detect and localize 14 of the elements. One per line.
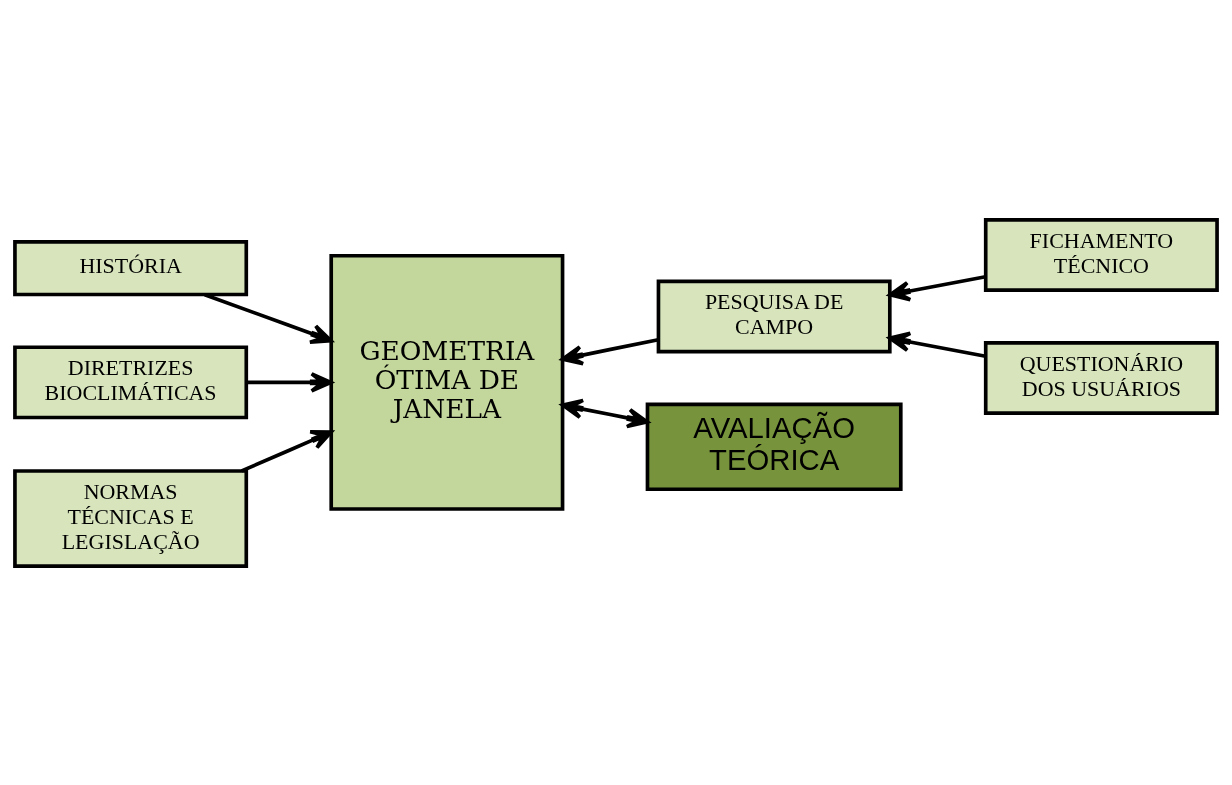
node-box: PESQUISA DE CAMPO bbox=[656, 279, 892, 353]
node-box: FICHAMENTO TÉCNICO bbox=[983, 217, 1219, 292]
arrow bbox=[888, 274, 986, 301]
arrow bbox=[240, 429, 333, 473]
node-box: NORMAS TÉCNICAS E LEGISLAÇÃO bbox=[13, 468, 249, 568]
arrow bbox=[560, 398, 650, 428]
arrow bbox=[888, 330, 986, 358]
arrow bbox=[246, 371, 333, 393]
node-box: AVALIAÇÃO TEÓRICA bbox=[645, 402, 903, 491]
node-box: QUESTIONÁRIO DOS USUÁRIOS bbox=[983, 340, 1219, 415]
arrow bbox=[560, 337, 659, 366]
node-box: GEOMETRIA ÓTIMA DE JANELA bbox=[329, 253, 565, 511]
node-box: DIRETRIZES BIOCLIMÁTICAS bbox=[13, 344, 249, 419]
node-box: HISTÓRIA bbox=[13, 239, 249, 296]
